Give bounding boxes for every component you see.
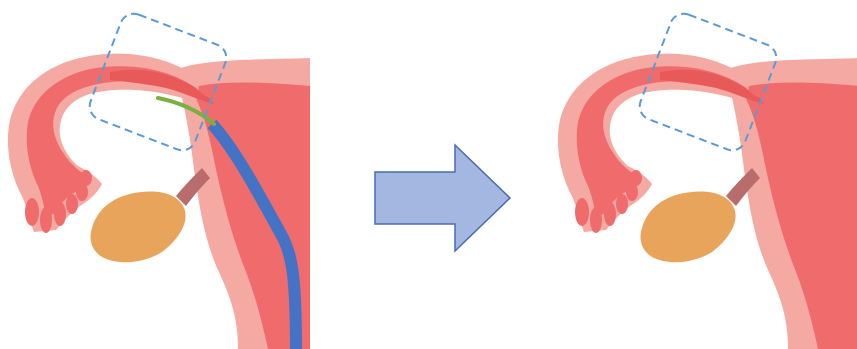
panel-before <box>8 10 310 349</box>
panel-after <box>558 10 857 349</box>
right-arrow <box>375 145 510 251</box>
